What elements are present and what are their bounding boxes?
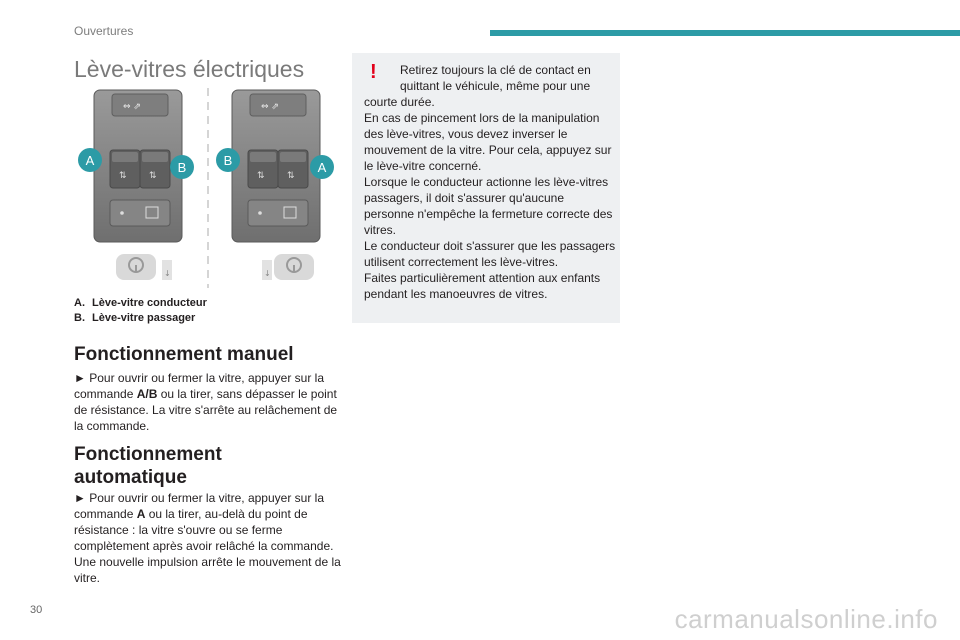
- svg-text:B: B: [224, 153, 233, 168]
- left-door-switch-panel: ⇔ ⇗ ⇅ ⇅: [93, 89, 183, 243]
- header-accent-bar: [490, 30, 960, 36]
- page-title: Lève-vitres électriques: [74, 56, 305, 82]
- warning-body: courte durée. En cas de pincement lors d…: [364, 95, 616, 301]
- svg-text:B: B: [178, 160, 187, 175]
- svg-text:⇅: ⇅: [149, 171, 157, 181]
- callout-b-right: B: [216, 148, 240, 172]
- svg-text:A: A: [86, 153, 95, 168]
- section-label: Ouvertures: [74, 24, 134, 38]
- bullet-arrow-icon: ►: [74, 371, 86, 385]
- callout-b-left: B: [170, 155, 194, 179]
- right-door-switch-panel: ⇔ ⇗ ⇅ ⇅: [231, 89, 321, 243]
- svg-text:⇅: ⇅: [119, 171, 127, 181]
- bullet-arrow-icon: ►: [74, 491, 86, 505]
- svg-text:A: A: [318, 160, 327, 175]
- warning-first-text: Retirez toujours la clé de contact en qu…: [400, 63, 591, 93]
- window-switch-illustration: ⇔ ⇗ ⇅ ⇅ A B ↓: [74, 88, 344, 288]
- watermark: carmanualsonline.info: [674, 604, 938, 634]
- svg-text:⇔ ⇗: ⇔ ⇗: [261, 102, 279, 112]
- manual-instructions: ► Pour ouvrir ou fermer la vitre, appuye…: [74, 371, 338, 433]
- svg-text:⇅: ⇅: [257, 171, 265, 181]
- page-number: 30: [30, 604, 43, 616]
- auto-instructions: ► Pour ouvrir ou fermer la vitre, appuye…: [74, 491, 341, 585]
- steering-wheel-icon: ↓: [116, 254, 172, 280]
- manual-heading: Fonctionnement manuel: [74, 344, 294, 365]
- svg-text:⇔ ⇗: ⇔ ⇗: [123, 102, 141, 112]
- warning-box: ! Retirez toujours la clé de contact en …: [352, 53, 620, 323]
- svg-text:↓: ↓: [164, 269, 171, 278]
- figure-legend: A.Lève-vitre conducteur B.Lève-vitre pas…: [74, 296, 207, 326]
- callout-a-right: A: [310, 155, 334, 179]
- steering-wheel-icon: ↓: [262, 254, 314, 280]
- svg-text:⇅: ⇅: [287, 171, 295, 181]
- warning-exclamation-icon: !: [370, 61, 377, 83]
- legend-item: A.Lève-vitre conducteur: [74, 297, 207, 309]
- auto-heading: Fonctionnement automatique: [74, 444, 222, 488]
- svg-text:↓: ↓: [264, 269, 271, 278]
- legend-item: B.Lève-vitre passager: [74, 312, 196, 324]
- callout-a-left: A: [78, 148, 102, 172]
